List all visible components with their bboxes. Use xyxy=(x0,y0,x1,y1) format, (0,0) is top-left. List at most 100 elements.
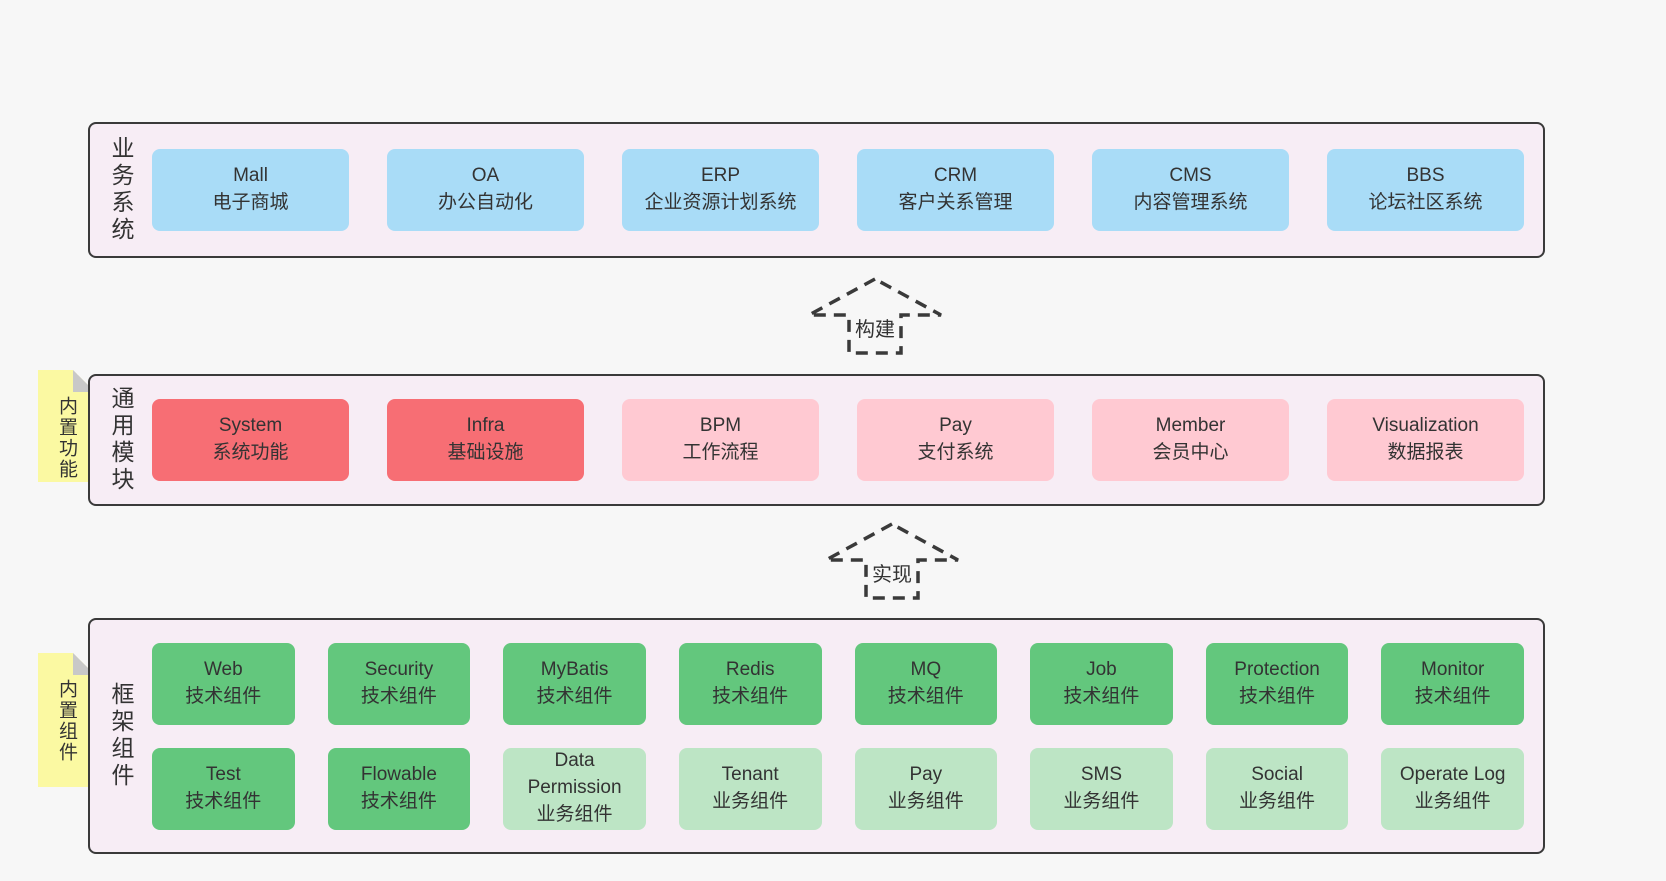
box-desc-text: 业务组件 xyxy=(712,790,789,812)
arrow-label-text: 实现 xyxy=(869,557,915,588)
box-protection: Protection 技术组件 xyxy=(1205,642,1349,725)
box-desc-text: 业务组件 xyxy=(1414,790,1491,812)
box-infra: Infra 基础设施 xyxy=(387,399,584,481)
box-desc-text: 业务组件 xyxy=(1239,790,1316,812)
box-tenant: Tenant 业务组件 xyxy=(678,747,822,830)
layer-label-business: 业务系统 xyxy=(90,124,152,256)
box-name-text: Operate Log xyxy=(1399,763,1506,785)
dashed-up-arrow-icon xyxy=(825,522,959,600)
box-name-text: Job xyxy=(1086,658,1117,680)
box-erp: ERP 企业资源计划系统 xyxy=(622,149,819,231)
box-name-text: OA xyxy=(471,165,500,187)
box-desc-text: 支付系统 xyxy=(917,442,994,463)
layer-label-text: 业务系统 xyxy=(108,136,134,244)
box-bpm: BPM 工作流程 xyxy=(622,399,819,481)
box-flowable: Flowable 技术组件 xyxy=(327,747,471,830)
box-name-text: Infra xyxy=(466,415,505,437)
box-operate-log: Operate Log 业务组件 xyxy=(1381,747,1524,830)
box-pay: Pay 支付系统 xyxy=(857,399,1054,481)
box-name-text: ERP xyxy=(700,165,741,187)
box-name-text: Pay xyxy=(909,763,943,785)
box-name-text: BPM xyxy=(699,415,742,437)
box-name-text: CRM xyxy=(933,165,978,187)
box-name-text: Monitor xyxy=(1421,658,1485,680)
layer-label-text: 框架组件 xyxy=(108,682,134,790)
box-name-text: SMS xyxy=(1080,763,1123,785)
box-system: System 系统功能 xyxy=(152,399,349,481)
box-desc-text: 会员中心 xyxy=(1152,442,1229,463)
note-label: 内置功能 xyxy=(56,396,77,480)
box-name-text: MQ xyxy=(910,658,942,680)
dashed-up-arrow-icon xyxy=(808,277,942,355)
box-name-text: Pay xyxy=(939,415,972,437)
box-sms: SMS 业务组件 xyxy=(1030,747,1173,830)
box-visualization: Visualization 数据报表 xyxy=(1327,399,1524,481)
box-desc-text: 技术组件 xyxy=(360,790,437,812)
box-bbs: BBS 论坛社区系统 xyxy=(1327,149,1524,231)
box-desc-text: 企业资源计划系统 xyxy=(644,192,797,213)
box-name-text: Visualization xyxy=(1372,415,1479,437)
sticky-note-builtin-components: 内置组件 xyxy=(38,653,95,787)
arrow-label-text: 构建 xyxy=(852,312,898,343)
box-desc-text: 数据报表 xyxy=(1387,442,1464,463)
box-desc-text: 技术组件 xyxy=(185,685,262,707)
box-name-text: BBS xyxy=(1406,165,1445,187)
box-web: Web 技术组件 xyxy=(152,642,295,725)
box-desc-text: 论坛社区系统 xyxy=(1368,192,1483,213)
box-desc-text: 办公自动化 xyxy=(437,192,533,213)
box-mybatis: MyBatis 技术组件 xyxy=(503,642,646,725)
box-desc-text: 技术组件 xyxy=(887,685,964,707)
box-data-permission: Data Permission 业务组件 xyxy=(503,747,646,830)
arrow-implement-label-wrap: 实现 xyxy=(822,557,962,588)
box-name-text: Security xyxy=(364,658,434,680)
box-desc-text: 电子商城 xyxy=(212,192,289,213)
box-mq: MQ 技术组件 xyxy=(854,642,998,725)
box-redis: Redis 技术组件 xyxy=(678,642,822,725)
box-desc-text: 业务组件 xyxy=(887,790,964,812)
box-name-text: Social xyxy=(1251,763,1303,785)
box-name-text: Data Permission xyxy=(527,750,622,799)
layer-label-components: 框架组件 xyxy=(90,620,152,852)
box-desc-text: 技术组件 xyxy=(1239,685,1316,707)
box-name-text: Web xyxy=(203,658,243,680)
sticky-note-builtin-features: 内置功能 xyxy=(38,370,95,482)
box-desc-text: 技术组件 xyxy=(712,685,789,707)
box-job: Job 技术组件 xyxy=(1030,642,1173,725)
box-social: Social 业务组件 xyxy=(1205,747,1349,830)
box-desc-text: 工作流程 xyxy=(682,442,759,463)
box-desc-text: 技术组件 xyxy=(1063,685,1140,707)
box-desc-text: 技术组件 xyxy=(536,685,613,707)
arrow-build-label-wrap: 构建 xyxy=(805,312,945,343)
note-label: 内置组件 xyxy=(56,679,77,763)
box-desc-text: 技术组件 xyxy=(1414,685,1491,707)
box-oa: OA 办公自动化 xyxy=(387,149,584,231)
box-name-text: Flowable xyxy=(360,763,437,785)
box-name-text: Redis xyxy=(725,658,775,680)
box-name-text: Test xyxy=(205,763,241,785)
box-desc-text: 基础设施 xyxy=(447,442,524,463)
box-desc-text: 系统功能 xyxy=(212,442,289,463)
box-name-text: System xyxy=(218,415,283,437)
layer-label-text: 通用模块 xyxy=(108,386,134,494)
box-name-text: Tenant xyxy=(721,763,779,785)
box-desc-text: 内容管理系统 xyxy=(1133,192,1248,213)
arrow-build: 构建 xyxy=(805,275,945,355)
box-name-text: MyBatis xyxy=(540,658,609,680)
box-pay: Pay 业务组件 xyxy=(854,747,998,830)
box-desc-text: 业务组件 xyxy=(536,803,613,825)
box-desc-text: 业务组件 xyxy=(1063,790,1140,812)
box-name-text: Protection xyxy=(1234,658,1320,680)
box-monitor: Monitor 技术组件 xyxy=(1381,642,1524,725)
